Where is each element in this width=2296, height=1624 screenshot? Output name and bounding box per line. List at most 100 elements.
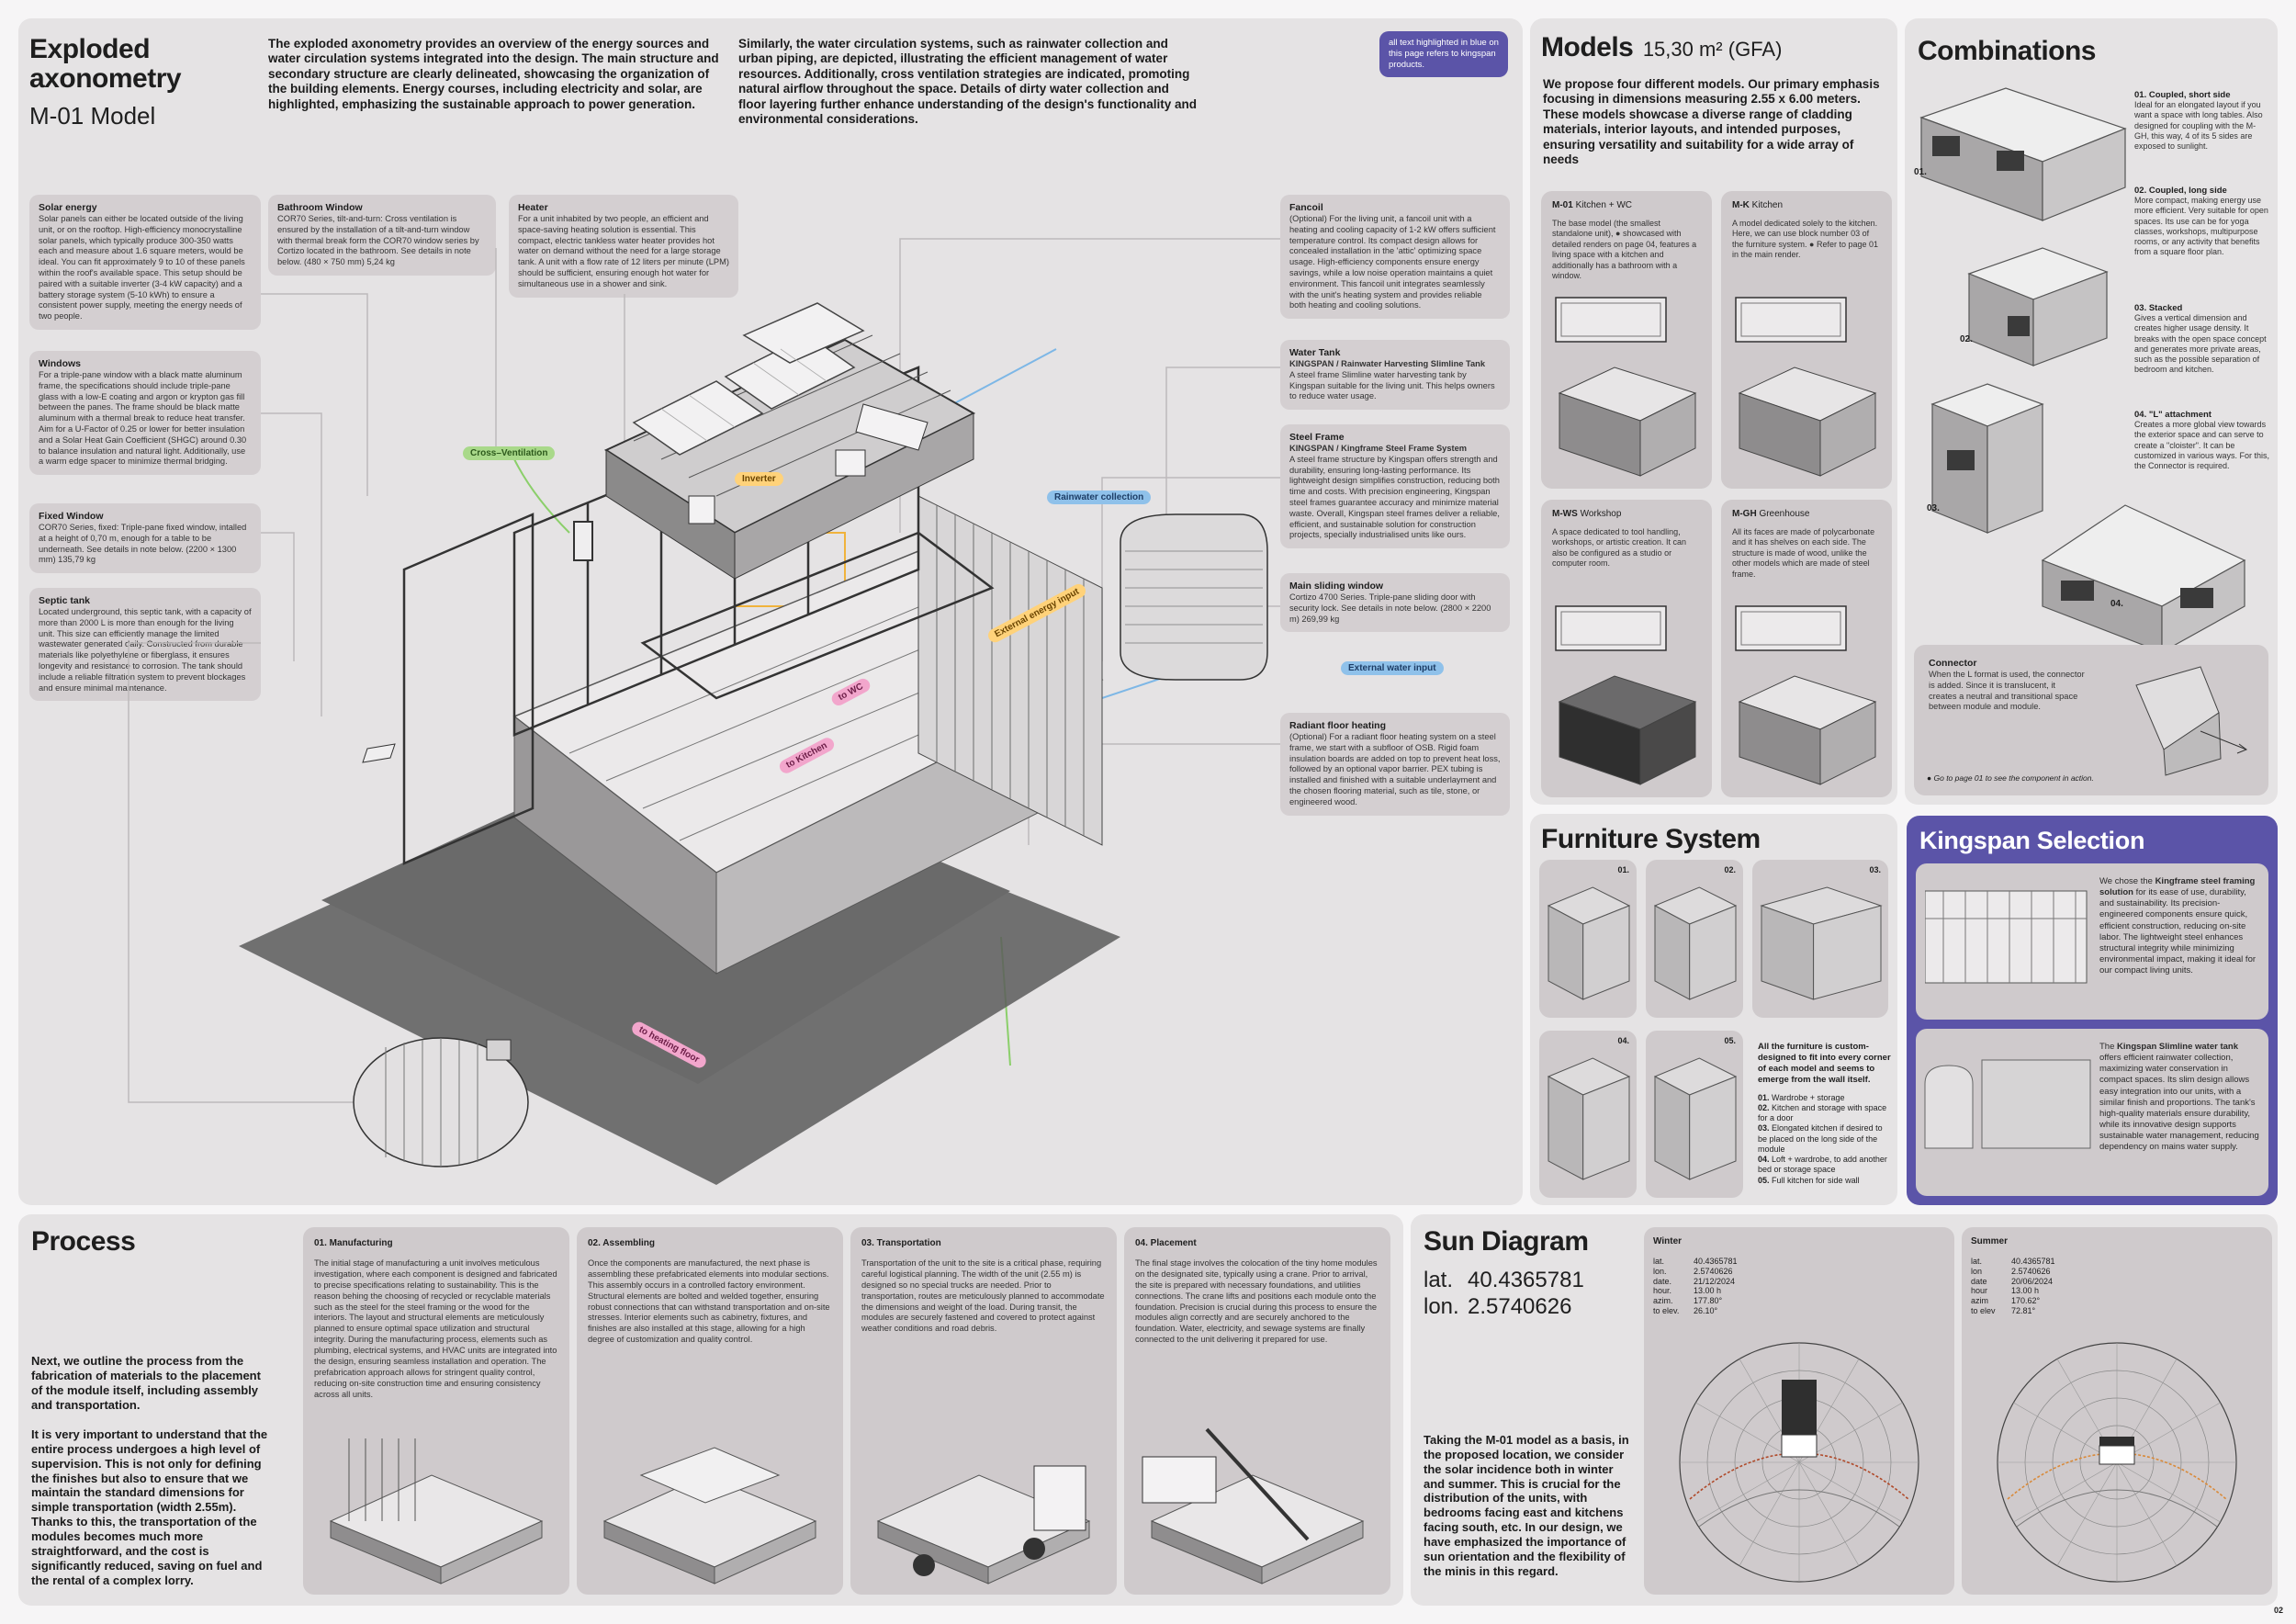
process-step-title: 04. Placement xyxy=(1135,1238,1197,1248)
slimline-tank-drawing xyxy=(1924,1059,2091,1149)
furniture-card: 01. xyxy=(1539,860,1637,1018)
tag-to-heating-floor: to heating floor xyxy=(629,1020,709,1070)
model-description: A space dedicated to tool handling, work… xyxy=(1552,527,1687,569)
model-name: Kitchen + WC xyxy=(1575,200,1632,210)
process-title: Process xyxy=(31,1226,136,1257)
note-fancoil: Fancoil(Optional) For the living unit, a… xyxy=(1280,195,1510,320)
axonometry-panel: Exploded axonometry M-01 Model The explo… xyxy=(18,18,1523,1205)
sun-title: Sun Diagram xyxy=(1424,1226,1589,1257)
furniture-list-item: 01. Wardrobe + storage xyxy=(1758,1092,1845,1102)
tag-cross-ventilation: Cross–Ventilation xyxy=(463,446,556,460)
model-description: A model dedicated solely to the kitchen.… xyxy=(1732,219,1879,260)
process-step-drawing xyxy=(329,1438,544,1585)
kingframe-text: We chose the Kingframe steel framing sol… xyxy=(2099,876,2257,976)
process-step-body: The final stage involves the colocation … xyxy=(1135,1258,1378,1345)
furniture-list-item: 03. Elongated kitchen if desired to be p… xyxy=(1758,1123,1883,1154)
model-card: M-K Kitchen A model dedicated solely to t… xyxy=(1721,191,1892,489)
furniture-drawing xyxy=(1760,886,1883,1000)
model-description: All its faces are made of polycarbonate … xyxy=(1732,527,1875,579)
model-description: The base model (the smallest standalone … xyxy=(1552,219,1697,281)
process-step-title: 02. Assembling xyxy=(588,1238,655,1248)
model-code: M-01 xyxy=(1552,200,1573,210)
model-code: M-K xyxy=(1732,200,1750,210)
model-code: M-WS xyxy=(1552,509,1578,519)
model-drawing xyxy=(1555,297,1697,477)
connector-drawing xyxy=(2135,666,2248,776)
furniture-number: 04. xyxy=(1617,1036,1629,1045)
models-intro: We propose four different models. Our pr… xyxy=(1543,77,1880,167)
tag-external-energy-input: External energy input xyxy=(985,581,1088,645)
process-step-drawing xyxy=(602,1447,817,1585)
process-intro-1: Next, we outline the process from the fa… xyxy=(31,1354,261,1412)
sun-card-title: Winter xyxy=(1653,1236,1683,1246)
furniture-intro: All the furniture is custom-designed to … xyxy=(1758,1042,1891,1185)
combinations-panel: Combinations 01. 02. 03. 04. 01. Coupled… xyxy=(1905,18,2278,805)
steel-frame-drawing xyxy=(1925,890,2088,984)
model-name: Kitchen xyxy=(1751,200,1784,210)
models-title: Models xyxy=(1541,32,1634,62)
intro-right: Similarly, the water circulation systems… xyxy=(738,37,1198,127)
sun-path-diagram-winter xyxy=(1679,1342,1919,1583)
page-title: Exploded axonometry M-01 Model xyxy=(29,34,182,130)
process-step-drawing xyxy=(876,1465,1091,1585)
combinations-drawing xyxy=(1919,87,2246,654)
process-step-title: 01. Manufacturing xyxy=(314,1238,393,1248)
tag-inverter: Inverter xyxy=(735,472,783,486)
kingspan-panel: Kingspan Selection We chose the Kingfram… xyxy=(1907,816,2278,1205)
slimline-text: The Kingspan Slimline water tank offers … xyxy=(2099,1042,2259,1153)
model-code: M-GH xyxy=(1732,509,1757,519)
process-step-title: 03. Transportation xyxy=(861,1238,941,1248)
kingspan-title: Kingspan Selection xyxy=(1919,827,2145,854)
model-drawing xyxy=(1735,297,1877,477)
furniture-drawing xyxy=(1653,1057,1738,1180)
tag-external-water-input: External water input xyxy=(1341,661,1444,675)
furniture-card: 02. xyxy=(1646,860,1743,1018)
kingspan-highlight-note: all text highlighted in blue on this pag… xyxy=(1379,31,1508,77)
combination-number-03: 03. xyxy=(1927,503,1940,513)
furniture-drawing xyxy=(1547,886,1631,1000)
furniture-drawing xyxy=(1653,886,1738,1000)
combination-number-01: 01. xyxy=(1914,167,1927,177)
sun-body: Taking the M-01 model as a basis, in the… xyxy=(1424,1433,1629,1578)
combination-number-04: 04. xyxy=(2110,599,2123,609)
furniture-drawing xyxy=(1547,1057,1631,1180)
sun-card-title: Summer xyxy=(1971,1236,2009,1246)
models-gfa: 15,30 m² (GFA) xyxy=(1642,38,1783,61)
connector-card: Connector When the L format is used, the… xyxy=(1914,645,2268,795)
kingframe-card: We chose the Kingframe steel framing sol… xyxy=(1916,863,2268,1020)
page-number: 02 xyxy=(2274,1606,2284,1615)
model-name: Workshop xyxy=(1580,509,1622,519)
slimline-card: The Kingspan Slimline water tank offers … xyxy=(1916,1029,2268,1196)
process-intro-2: It is very important to understand that … xyxy=(31,1427,268,1587)
furniture-number: 05. xyxy=(1724,1036,1736,1045)
furniture-number: 02. xyxy=(1724,865,1736,874)
sun-coordinates: lat.40.4365781 lon.2.5740626 xyxy=(1424,1268,1584,1319)
model-drawing xyxy=(1555,605,1697,785)
process-step-body: The initial stage of manufacturing a uni… xyxy=(314,1258,557,1399)
furniture-title: Furniture System xyxy=(1541,824,1761,854)
process-step-drawing xyxy=(1142,1427,1365,1585)
furniture-number: 03. xyxy=(1869,865,1881,874)
sun-path-diagram-summer xyxy=(1997,1342,2237,1583)
furniture-list-item: 05. Full kitchen for side wall xyxy=(1758,1175,1860,1185)
